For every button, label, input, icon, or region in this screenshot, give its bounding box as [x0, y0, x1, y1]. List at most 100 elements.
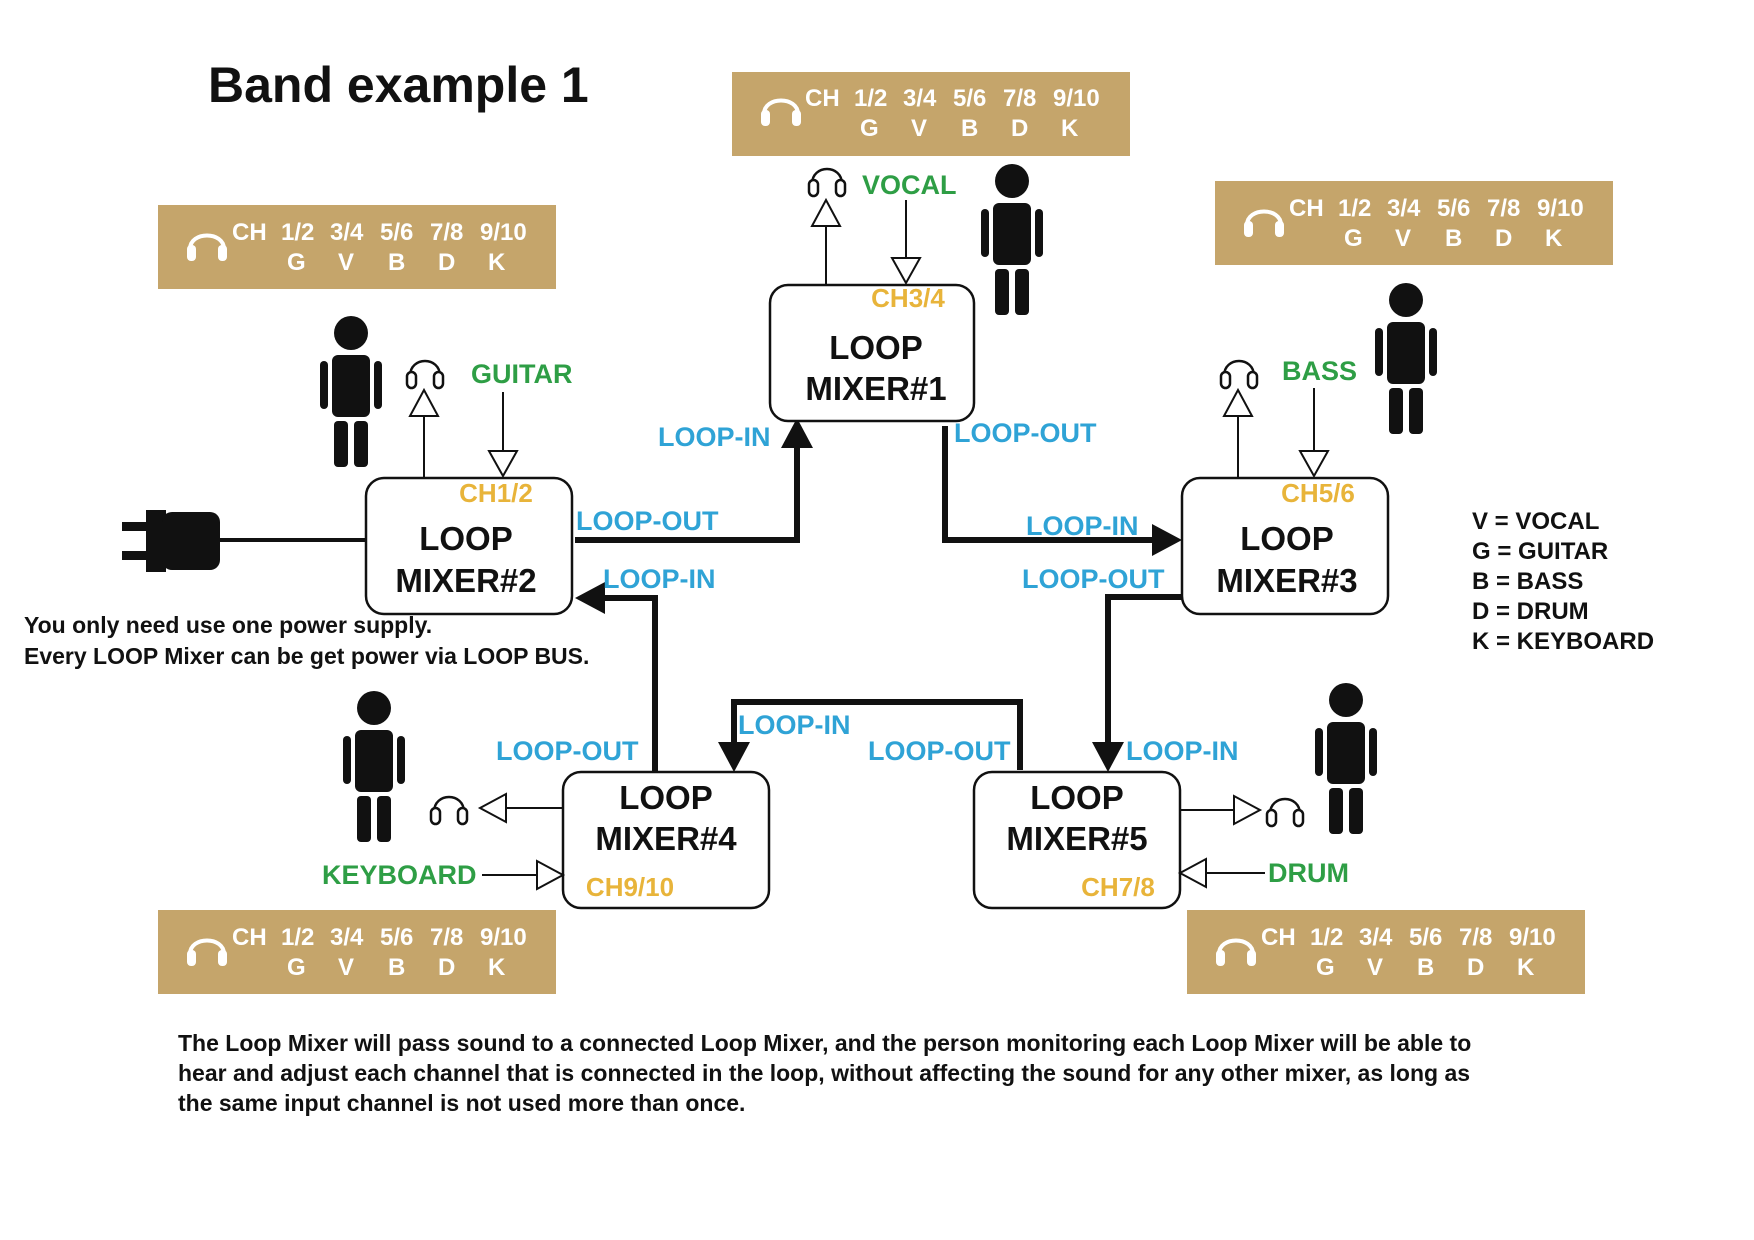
loop-in-label-m1: LOOP-IN: [658, 422, 771, 452]
svg-text:1/2: 1/2: [1338, 195, 1371, 222]
svg-text:5/6: 5/6: [1437, 195, 1470, 222]
loop-out-label-m5: LOOP-OUT: [868, 736, 1011, 766]
legend-item: V = VOCAL: [1472, 508, 1599, 535]
loop-in-label-m5: LOOP-IN: [1126, 736, 1239, 766]
svg-text:1/2: 1/2: [1310, 924, 1343, 951]
instrument-label-vocal: VOCAL: [862, 170, 957, 200]
svg-text:G: G: [860, 115, 879, 142]
svg-text:5/6: 5/6: [380, 219, 413, 246]
svg-text:D: D: [438, 954, 455, 981]
arrowhead-m3-in: [1152, 524, 1182, 556]
svg-text:G: G: [1316, 954, 1335, 981]
channel-panel-right: [1215, 181, 1613, 265]
person-icon: [343, 691, 405, 842]
loop-mixer-2: CH1/2 LOOP MIXER#2: [364, 476, 574, 616]
svg-text:B: B: [1445, 225, 1462, 252]
loop-mixer-4: LOOP MIXER#4 CH9/10: [561, 770, 771, 910]
loop-bus-arrowheads: [575, 418, 1182, 772]
power-plug-icon: [122, 510, 366, 572]
description-line: the same input channel is not used more …: [178, 1090, 745, 1116]
svg-text:K: K: [1061, 115, 1079, 142]
loop-out-label-m2: LOOP-OUT: [576, 506, 719, 536]
loop-labels: LOOP-OUT LOOP-IN LOOP-OUT LOOP-IN LOOP-I…: [496, 418, 1239, 766]
legend-item: D = DRUM: [1472, 598, 1589, 625]
svg-text:V: V: [338, 249, 354, 276]
line-m3-to-m5: [1105, 594, 1182, 752]
line-m2-to-m1: [575, 440, 800, 543]
channel-tag: CH7/8: [1081, 872, 1155, 902]
headphones-icon: [405, 359, 445, 390]
svg-text:CH: CH: [232, 219, 267, 246]
svg-text:B: B: [388, 954, 405, 981]
headphones-icon: [429, 795, 469, 826]
loop-in-label-m3: LOOP-IN: [1026, 511, 1139, 541]
description: The Loop Mixer will pass sound to a conn…: [178, 1030, 1471, 1116]
svg-text:B: B: [1417, 954, 1434, 981]
mixer-label-line1: LOOP: [419, 520, 513, 557]
panel-text-left: CH 1/2 3/4 5/6 7/8 9/10 G V B D K: [232, 219, 527, 276]
svg-text:7/8: 7/8: [1003, 85, 1036, 112]
svg-text:G: G: [1344, 225, 1363, 252]
svg-text:3/4: 3/4: [330, 219, 364, 246]
svg-text:V: V: [1395, 225, 1411, 252]
svg-text:3/4: 3/4: [330, 924, 364, 951]
description-line: hear and adjust each channel that is con…: [178, 1060, 1470, 1086]
svg-text:V: V: [338, 954, 354, 981]
legend-item: B = BASS: [1472, 568, 1583, 595]
instrument-label-drum: DRUM: [1268, 858, 1349, 888]
arrowhead-m4-in: [718, 742, 750, 772]
svg-text:7/8: 7/8: [1487, 195, 1520, 222]
loop-in-label-m4: LOOP-IN: [738, 710, 851, 740]
loop-bus-lines: [575, 426, 1182, 772]
mixer-label-line2: MIXER#3: [1216, 562, 1357, 599]
svg-text:1/2: 1/2: [281, 924, 314, 951]
svg-text:D: D: [1011, 115, 1028, 142]
svg-text:K: K: [488, 954, 506, 981]
loop-mixer-5: LOOP MIXER#5 CH7/8: [972, 770, 1182, 910]
svg-text:CH: CH: [805, 85, 840, 112]
svg-text:K: K: [488, 249, 506, 276]
line-m4-to-m2: [600, 595, 658, 772]
loop-out-label-m4: LOOP-OUT: [496, 736, 639, 766]
svg-text:G: G: [287, 249, 306, 276]
channel-panel-left: [158, 205, 556, 289]
mixer-label-line2: MIXER#2: [395, 562, 536, 599]
line-m1-to-m3: [942, 426, 1160, 543]
svg-text:K: K: [1545, 225, 1563, 252]
mixer-label-line1: LOOP: [1030, 779, 1124, 816]
svg-text:V: V: [911, 115, 927, 142]
arrowhead-m5-in: [1092, 742, 1124, 772]
svg-text:3/4: 3/4: [1359, 924, 1393, 951]
svg-text:1/2: 1/2: [281, 219, 314, 246]
svg-text:5/6: 5/6: [1409, 924, 1442, 951]
mixer-label-line1: LOOP: [829, 329, 923, 366]
mixer-label-line2: MIXER#1: [805, 370, 946, 407]
line-m5-to-m4: [731, 699, 1023, 770]
svg-text:G: G: [287, 954, 306, 981]
svg-text:7/8: 7/8: [430, 219, 463, 246]
channel-panel-top: [732, 72, 1130, 156]
person-icon: [1315, 683, 1377, 834]
loop-out-label-m1: LOOP-OUT: [954, 418, 1097, 448]
svg-text:5/6: 5/6: [380, 924, 413, 951]
mixer-label-line1: LOOP: [1240, 520, 1334, 557]
instrument-label-bass: BASS: [1282, 356, 1357, 386]
svg-text:3/4: 3/4: [903, 85, 937, 112]
panel-text-bottom-right: CH 1/2 3/4 5/6 7/8 9/10 G V B D K: [1261, 924, 1556, 981]
mixer-label-line2: MIXER#4: [595, 820, 737, 857]
svg-text:B: B: [388, 249, 405, 276]
svg-text:9/10: 9/10: [1053, 85, 1100, 112]
instrument-label-guitar: GUITAR: [471, 359, 573, 389]
svg-text:K: K: [1517, 954, 1535, 981]
channel-panel-bottom-left: [158, 910, 556, 994]
mixer-label-line2: MIXER#5: [1006, 820, 1147, 857]
arrowhead-m1-in: [781, 418, 813, 448]
channel-tag: CH9/10: [586, 872, 674, 902]
legend-item: G = GUITAR: [1472, 538, 1608, 565]
channel-tag: CH5/6: [1281, 478, 1355, 508]
channel-tag: CH3/4: [871, 283, 945, 313]
power-note-line1: You only need use one power supply.: [24, 612, 432, 638]
svg-text:9/10: 9/10: [480, 219, 527, 246]
channel-tag: CH1/2: [459, 478, 533, 508]
mixer-label-line1: LOOP: [619, 779, 713, 816]
